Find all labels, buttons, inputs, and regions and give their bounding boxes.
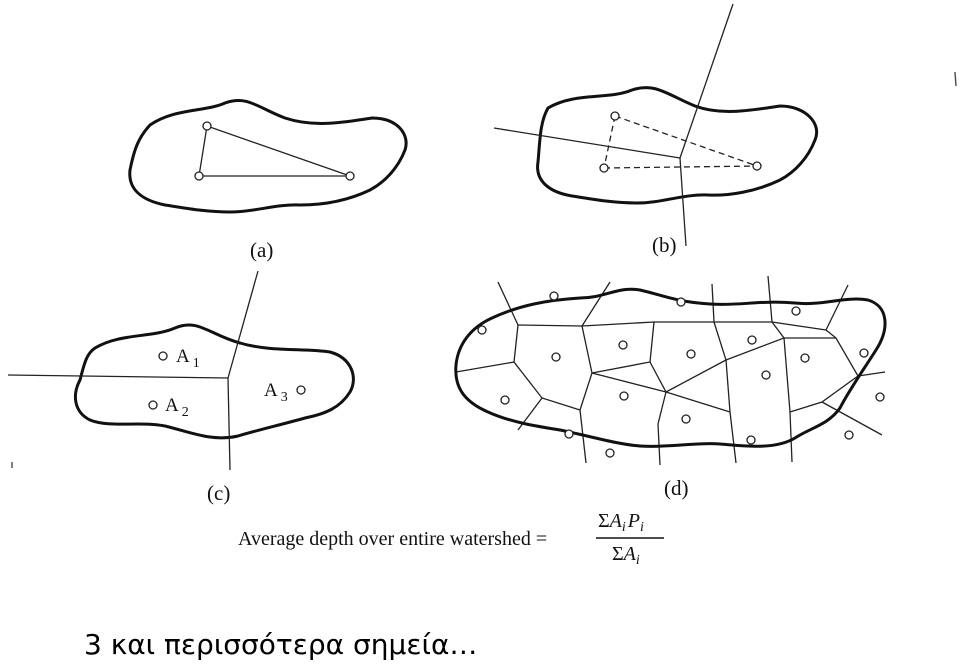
- rain-gauge: [844, 430, 854, 440]
- boundary-line: [227, 377, 231, 471]
- panel-d: (d): [454, 275, 887, 500]
- polygon-edge: [821, 401, 883, 436]
- formula-lhs: Average depth over entire watershed =: [238, 528, 547, 550]
- bisector-line: [679, 3, 734, 159]
- triangle-edge: [206, 125, 351, 177]
- rain-gauge: [681, 414, 691, 424]
- polygon-edge: [579, 325, 593, 411]
- caption-text: 3 και περισσότερα σημεία…: [84, 628, 478, 661]
- polygon-edge: [784, 337, 859, 413]
- thiessen-network: [455, 275, 886, 466]
- rain-gauge: [605, 448, 615, 458]
- polygon-edge: [657, 423, 661, 466]
- rain-gauge: [148, 400, 158, 410]
- rain-gauge: [875, 392, 885, 402]
- rain-gauge: [752, 161, 762, 171]
- rain-gauge: [477, 325, 487, 335]
- watershed-outline-a: [128, 99, 408, 214]
- polygon-edge: [581, 281, 611, 327]
- boundary-line: [227, 270, 259, 379]
- polygon-edge: [591, 372, 667, 393]
- polygon-edge: [825, 329, 837, 339]
- rain-gauges-d: [477, 291, 885, 458]
- dashed-triangle-edge: [614, 115, 758, 167]
- polygon-edge: [517, 397, 543, 431]
- rain-gauge: [194, 171, 204, 181]
- rain-gauge: [551, 352, 561, 362]
- rain-gauge: [564, 429, 574, 439]
- rain-gauge: [549, 291, 559, 301]
- rain-gauge: [500, 395, 510, 405]
- formula-denominator: ΣAi: [612, 543, 640, 568]
- polygon-edge: [665, 321, 727, 393]
- polygon-edge: [725, 359, 731, 413]
- watershed-outline-b: [536, 86, 818, 205]
- rain-gauge: [618, 340, 628, 350]
- rain-gauge: [296, 385, 306, 395]
- rain-gauge: [746, 435, 756, 445]
- average-depth-formula: Average depth over entire watershed = ΣA…: [238, 510, 664, 568]
- rain-gauge: [676, 297, 686, 307]
- rain-gauge: [202, 121, 212, 131]
- boundary-line: [7, 374, 229, 379]
- panel-b: (b): [493, 3, 818, 257]
- polygon-edge: [513, 324, 581, 411]
- triangle-edge: [198, 125, 208, 177]
- rain-gauge: [158, 351, 168, 361]
- polygon-edge: [517, 321, 827, 331]
- rain-gauge: [859, 348, 869, 358]
- rain-gauge: [345, 171, 355, 181]
- polygon-edge: [455, 361, 515, 373]
- polygon-edge: [857, 371, 886, 377]
- scan-mark: [954, 71, 957, 87]
- panel-label-a: (a): [250, 238, 273, 262]
- polygon-edge: [789, 411, 793, 463]
- polygon-edge: [767, 275, 773, 323]
- polygon-edge: [825, 284, 849, 331]
- rain-gauge: [791, 306, 801, 316]
- panel-label-c: (c): [207, 481, 230, 505]
- panel-label-d: (d): [664, 476, 689, 500]
- watershed-outline-c: [73, 323, 355, 440]
- bisector-line: [679, 157, 687, 247]
- rain-gauge: [761, 370, 771, 380]
- panel-label-b: (b): [652, 233, 677, 257]
- polygon-edge: [665, 391, 731, 413]
- dashed-triangle-edge: [603, 115, 616, 169]
- polygon-edge: [497, 281, 519, 326]
- rain-gauge: [747, 335, 757, 345]
- rain-gauge: [800, 353, 810, 363]
- panel-a: (a): [128, 99, 408, 262]
- polygon-edge: [783, 337, 791, 413]
- rain-gauge: [619, 391, 629, 401]
- rain-gauge: [599, 163, 609, 173]
- watershed-outline-d: [454, 287, 887, 448]
- bisector-line: [493, 127, 681, 159]
- rain-gauge: [686, 349, 696, 359]
- polygon-edge: [649, 361, 667, 425]
- polygon-edge: [729, 411, 737, 464]
- rain-gauge: [610, 111, 620, 121]
- dashed-triangle-edge: [603, 165, 758, 169]
